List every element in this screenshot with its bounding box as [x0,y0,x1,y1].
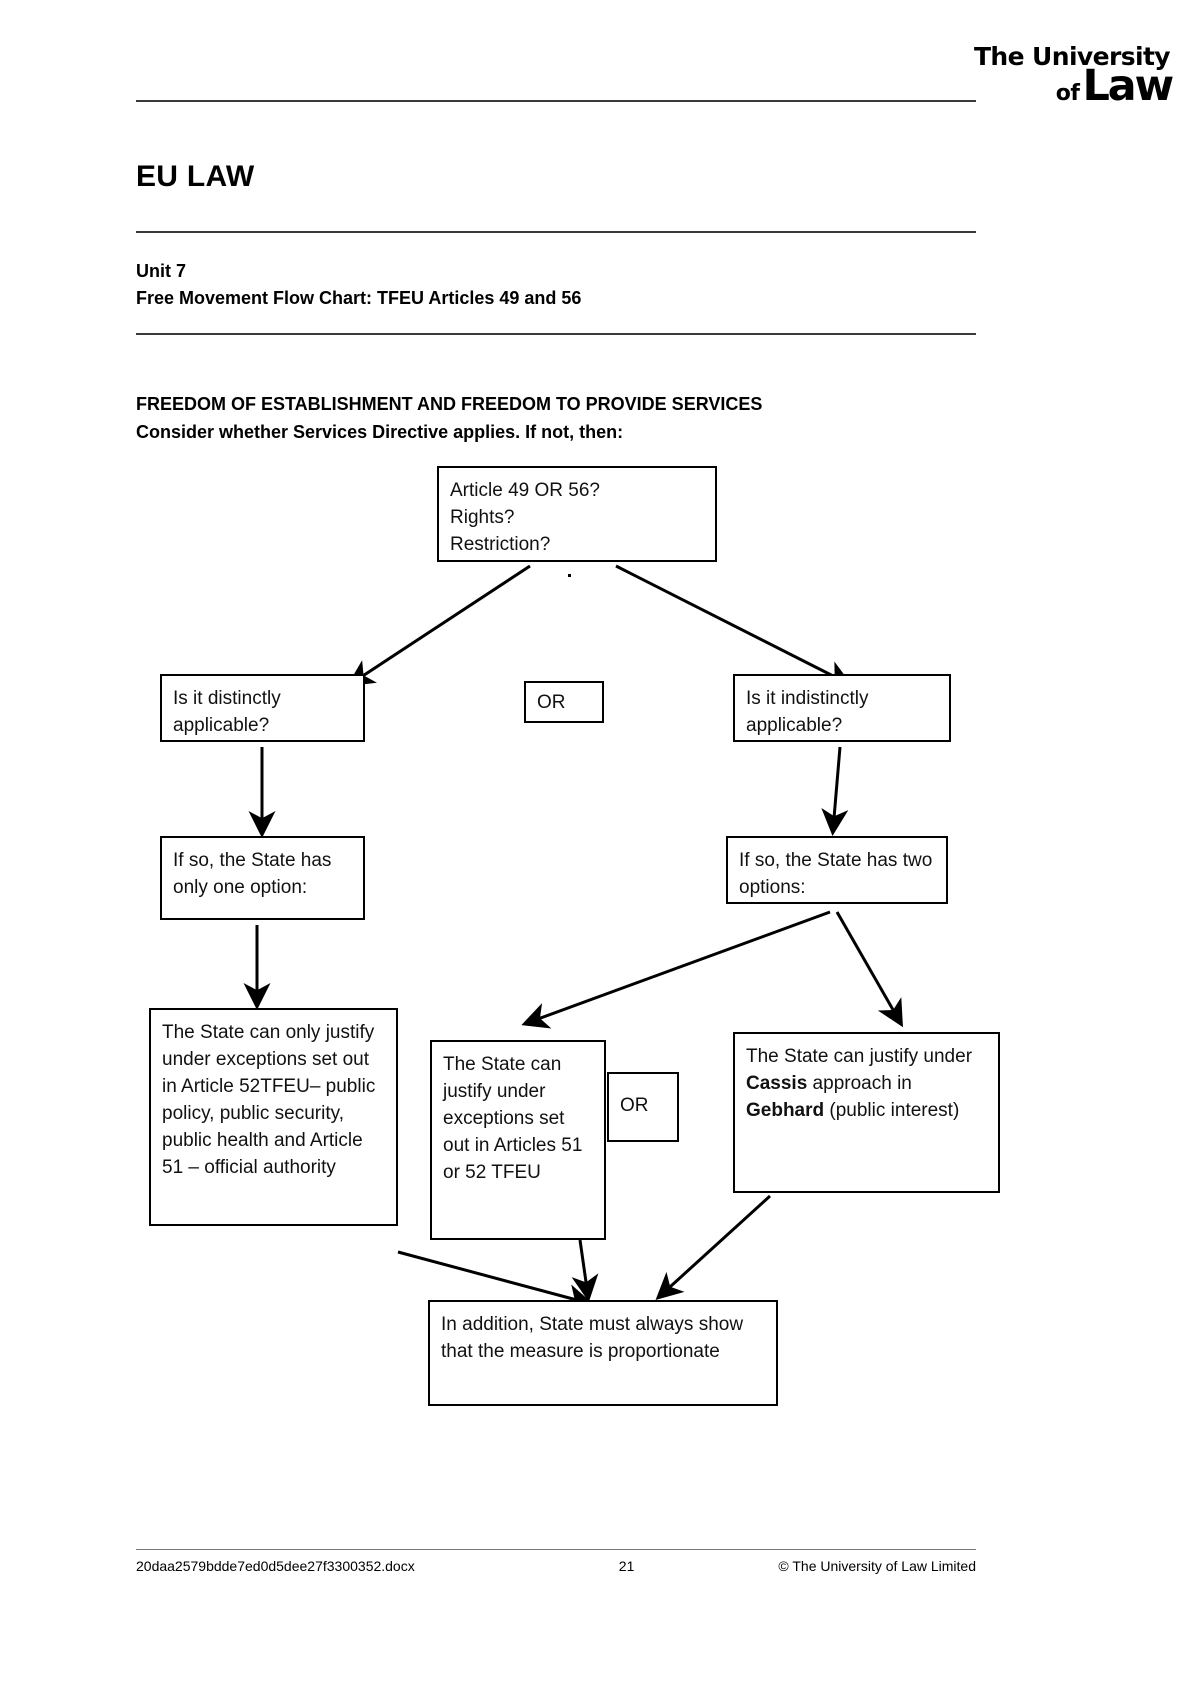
unit-block: Unit 7 Free Movement Flow Chart: TFEU Ar… [136,258,581,312]
unit-label: Unit 7 [136,261,187,281]
node-state-one-option: If so, the State has only one option: [160,836,365,920]
logo-word-of: of [1055,81,1080,106]
node-article-question: Article 49 OR 56? Rights? Restriction? [437,466,717,562]
node-cassis-suffix: (public interest) [824,1100,960,1121]
node-cassis-prefix: The State can justify under [746,1046,973,1067]
node-justify-exceptions: The State can justify under exceptions s… [430,1040,606,1240]
divider-under-title [136,231,976,233]
page-title: EU LAW [136,160,255,193]
node-or-top-text: OR [537,692,566,713]
node-state-two-options-text: If so, the State has two options: [739,850,933,898]
node-state-only-justify: The State can only justify under excepti… [149,1008,398,1226]
arrow-indistinctly-to-two-options [821,746,849,836]
divider-footer [136,1549,976,1550]
node-distinctly-applicable: Is it distinctly applicable? [160,674,365,742]
stray-mark [568,574,571,577]
arrow-two-options-to-cassis [835,911,903,1028]
logo-line-of-law: ofLaw [942,65,1174,108]
node-cassis-keyword: Cassis [746,1073,808,1094]
footer-copyright: © The University of Law Limited [778,1558,976,1574]
node-cassis-gebhard: The State can justify under Cassis appro… [733,1032,1000,1193]
node-or-top: OR [524,681,604,723]
node-distinctly-applicable-text: Is it distinctly applicable? [173,688,281,736]
arrow-top-to-distinctly [346,564,531,687]
divider-under-unit [136,333,976,335]
divider-top [136,100,976,102]
section-heading-line-1: FREEDOM OF ESTABLISHMENT AND FREEDOM TO … [136,394,763,414]
arrow-exceptions-to-addition [571,1239,599,1302]
node-indistinctly-applicable: Is it indistinctly applicable? [733,674,951,742]
node-or-bottom-text: OR [620,1095,649,1116]
node-cassis-mid: approach in [807,1073,912,1094]
node-or-bottom: OR [607,1072,679,1142]
footer-filename: 20daa2579bdde7ed0d5dee27f3300352.docx [136,1558,415,1574]
unit-subtitle: Free Movement Flow Chart: TFEU Articles … [136,288,582,308]
node-gebhard-keyword: Gebhard [746,1100,825,1121]
node-state-one-option-text: If so, the State has only one option: [173,850,332,898]
footer-page-number: 21 [618,1558,635,1574]
arrow-two-options-to-exceptions [521,910,831,1029]
logo-word-law: Law [1082,61,1174,111]
section-heading: FREEDOM OF ESTABLISHMENT AND FREEDOM TO … [136,390,762,446]
node-indistinctly-applicable-text: Is it indistinctly applicable? [746,688,869,736]
node-state-only-justify-text: The State can only justify under excepti… [162,1022,376,1178]
node-justify-exceptions-text: The State can justify under exceptions s… [443,1054,583,1183]
node-article-question-text: Article 49 OR 56? Rights? Restriction? [450,480,600,555]
section-heading-line-2: Consider whether Services Directive appl… [136,422,624,442]
arrow-top-to-indistinctly [615,564,853,686]
node-proportionate-text: In addition, State must always show that… [441,1314,744,1362]
node-state-two-options: If so, the State has two options: [726,836,948,904]
arrow-cassis-to-addition [655,1194,772,1301]
node-proportionate: In addition, State must always show that… [428,1300,778,1406]
logo-line-the-university: The University [973,42,1171,71]
university-of-law-logo: The University ofLaw [942,42,1174,108]
arrow-state-only-to-addition [397,1250,594,1311]
page-footer: 20daa2579bdde7ed0d5dee27f3300352.docx 21… [136,1558,976,1574]
